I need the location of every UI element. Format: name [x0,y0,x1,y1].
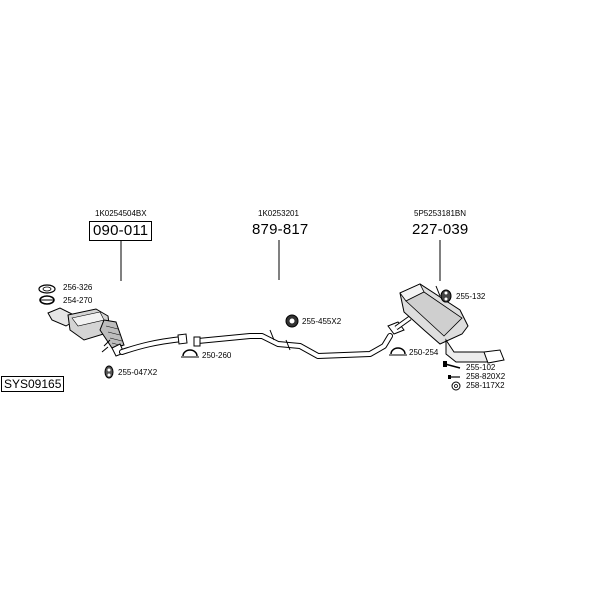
part-number-rear[interactable]: 227-039 [412,221,469,238]
accessory-label[interactable]: 250-260 [202,351,232,360]
pipe-clamp-icon [389,347,407,356]
accessory-label[interactable]: 254-270 [63,296,93,305]
accessory-label[interactable]: 255-102 [466,363,496,372]
pipe-clamp-icon [181,349,199,358]
rubber-mount-icon [285,314,299,328]
accessory-label[interactable]: 258-117X2 [466,381,505,390]
middle-pipe-drawing [193,329,393,359]
accessory-label[interactable]: 256-326 [63,283,93,292]
accessory-label[interactable]: 255-132 [456,292,486,301]
bolt-icon [443,361,461,369]
rear-silencer-drawing [387,283,505,364]
rubber-mount-icon [104,365,114,379]
oe-number-front: 1K0254504BX [95,209,147,218]
rubber-mount-icon [440,289,452,303]
flange-gasket-icon [38,284,56,294]
oe-number-middle: 1K0253201 [258,209,299,218]
accessory-label[interactable]: 250-254 [409,348,439,357]
bolt-icon [448,375,460,379]
pipe-clamp-icon [39,295,55,305]
washer-icon [451,381,461,391]
accessory-label[interactable]: 258-820X2 [466,372,506,381]
accessory-label[interactable]: 255-047X2 [118,368,158,377]
part-number-front[interactable]: 090-011 [89,221,153,241]
part-number-middle[interactable]: 879-817 [252,221,309,238]
oe-number-rear: 5P5253181BN [414,209,467,218]
system-code-label: SYS09165 [1,376,65,392]
catalytic-converter-drawing [47,307,188,357]
accessory-label[interactable]: 255-455X2 [302,317,342,326]
